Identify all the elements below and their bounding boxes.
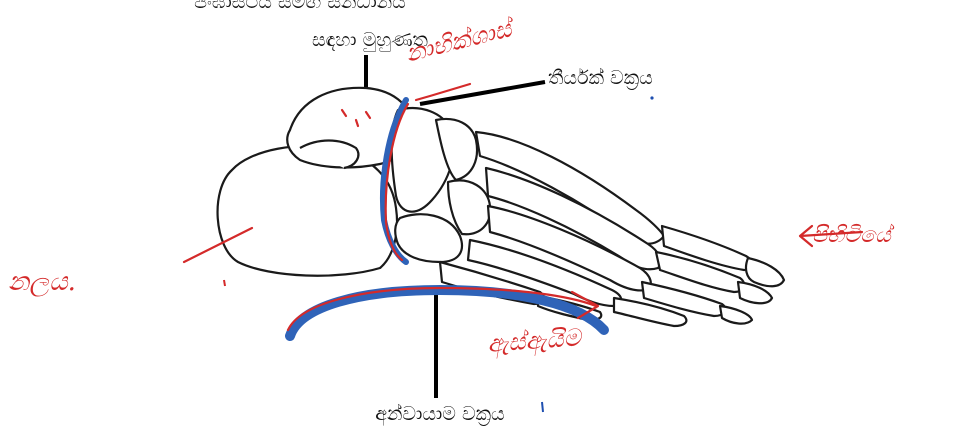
phalanx-3-distal — [720, 306, 752, 324]
handwritten-top-note: නාභික්ශාස් — [403, 14, 518, 68]
longitudinal-arch-label: අන්වායාම වක්‍රය — [375, 403, 504, 426]
ink-dot-1 — [650, 96, 653, 99]
phalanx-1-distal — [746, 258, 784, 286]
cuboid-bone — [395, 214, 462, 262]
ink-tick-red — [224, 280, 225, 286]
handwritten-left-note: නලය. — [8, 267, 76, 297]
transverse-arch-label: තීර්යක් වක්‍රය — [548, 67, 653, 90]
handwritten-right-note: පිහිටියේ — [812, 223, 895, 248]
ink-tick-blue — [542, 402, 543, 412]
handwritten-bottom-note: ඇස්ඇයිම — [486, 323, 584, 360]
talus-facet-label-line1: ජංඝාස්ථිය සමඟ සන්ධානය — [194, 0, 406, 13]
